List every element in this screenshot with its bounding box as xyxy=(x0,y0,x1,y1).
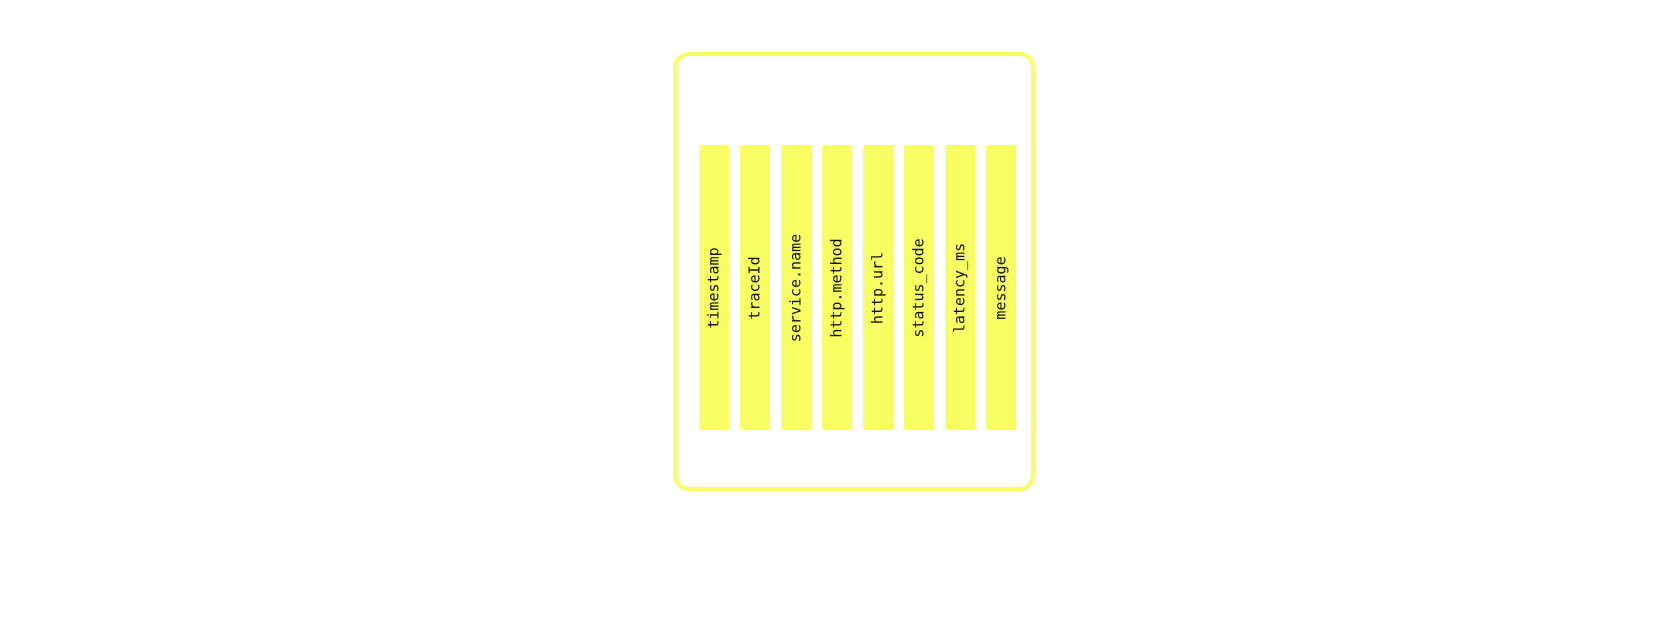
field-label: timestamp xyxy=(704,246,723,329)
field-bar-message: message xyxy=(986,145,1016,430)
field-label: latency_ms xyxy=(950,242,969,333)
field-label: status_code xyxy=(909,237,928,338)
field-bar-latency-ms: latency_ms xyxy=(945,145,975,430)
field-bar-traceid: traceId xyxy=(740,145,770,430)
field-bar-service-name: service.name xyxy=(781,145,811,430)
schema-container: timestamp traceId service.name http.meth… xyxy=(673,52,1035,491)
field-label: http.method xyxy=(827,237,846,338)
field-bar-status-code: status_code xyxy=(904,145,934,430)
field-label: service.name xyxy=(786,233,805,342)
field-bar-http-url: http.url xyxy=(863,145,893,430)
field-label: traceId xyxy=(745,255,764,320)
field-label: http.url xyxy=(868,251,887,324)
field-bar-timestamp: timestamp xyxy=(699,145,729,430)
field-bar-http-method: http.method xyxy=(822,145,852,430)
field-list: timestamp traceId service.name http.meth… xyxy=(699,145,1016,430)
field-label: message xyxy=(991,255,1010,320)
